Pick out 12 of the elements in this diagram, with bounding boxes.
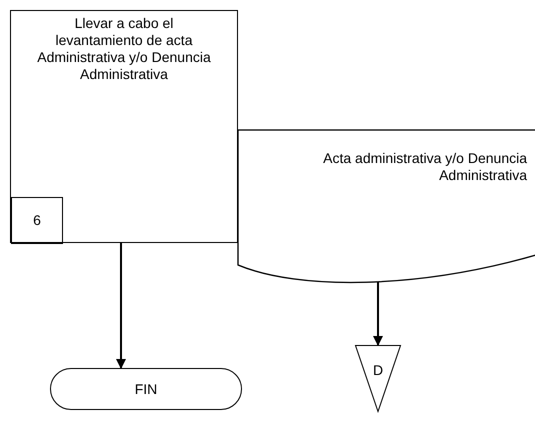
node-label: Llevar a cabo el levantamiento de acta Administrativa y/o Denuncia Administrativa [36,14,212,83]
node-label: D [372,361,384,378]
document-shape [238,130,535,285]
off-page-connector [355,345,401,412]
node-label: Acta administrativa y/o Denuncia Administrativa [322,149,528,184]
step-number: 6 [32,211,42,230]
node-label: FIN [134,380,158,399]
arrow [116,243,126,369]
arrow [373,282,383,346]
step-number-box [11,197,63,244]
terminator-shape [50,368,242,410]
process-box [10,10,238,243]
